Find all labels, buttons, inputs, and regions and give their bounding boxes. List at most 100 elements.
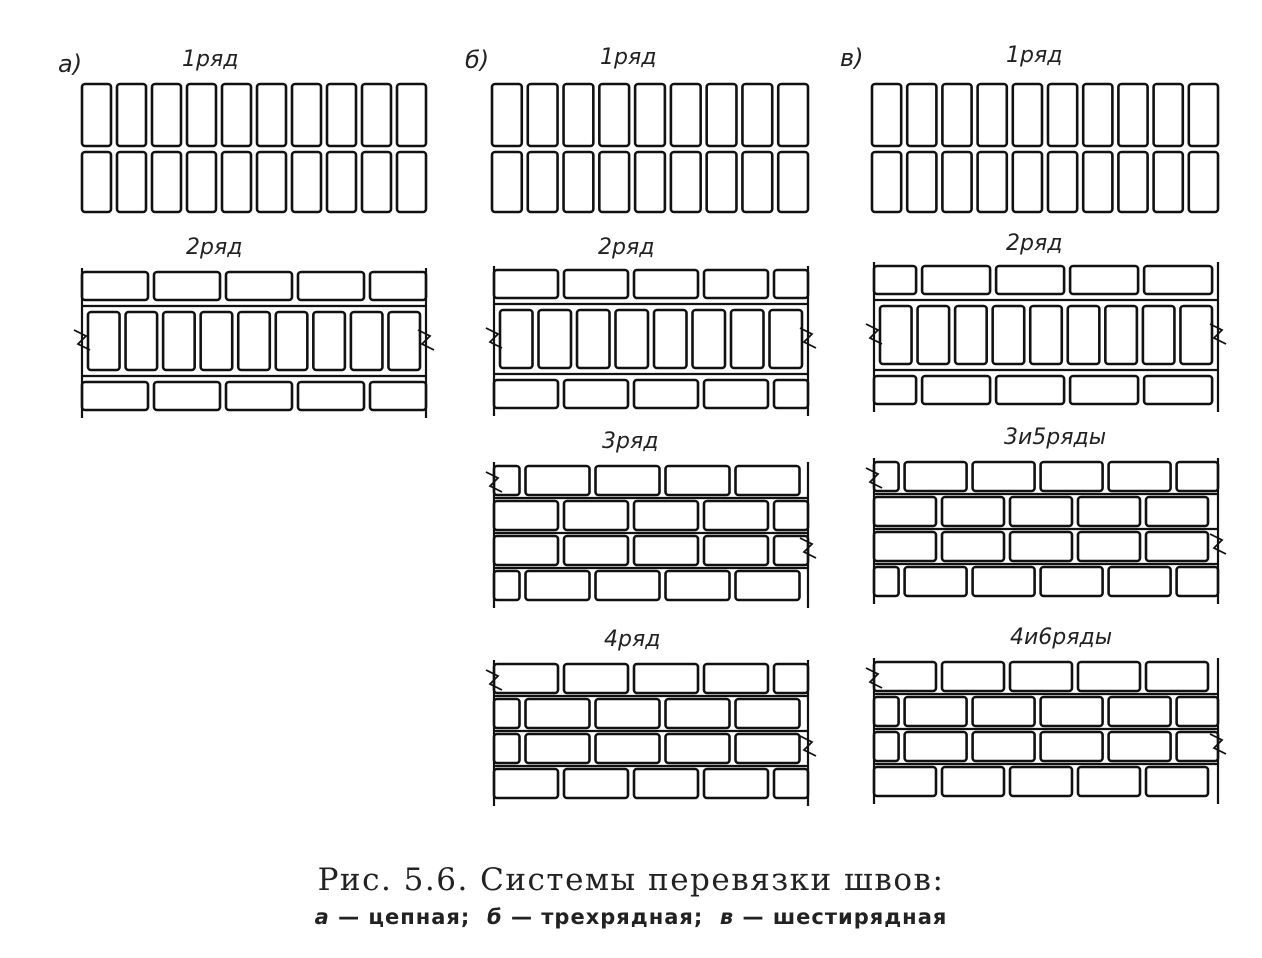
- brick: [878, 304, 913, 366]
- brick: [991, 304, 1026, 366]
- brick: [705, 150, 738, 214]
- brick: [492, 569, 521, 602]
- brick: [870, 150, 903, 214]
- label-c-row1: 1ряд: [1006, 43, 1062, 68]
- brick: [395, 150, 428, 214]
- brick: [1008, 765, 1074, 798]
- brick: [562, 268, 630, 300]
- brick: [492, 268, 560, 300]
- brick: [490, 82, 524, 148]
- brick: [1107, 565, 1172, 598]
- label-a-row1: 1ряд: [182, 47, 238, 72]
- brick: [1076, 660, 1142, 693]
- brick: [652, 308, 688, 370]
- brick: [492, 697, 521, 730]
- wall-c-row2: [865, 262, 1227, 412]
- brick: [1152, 82, 1185, 148]
- brick: [872, 374, 918, 406]
- label-b-row1: 1ряд: [600, 45, 656, 70]
- wall-a-row2: [73, 268, 435, 418]
- brick: [1046, 150, 1079, 214]
- brick: [1008, 495, 1074, 528]
- brick: [562, 662, 630, 695]
- panel-letter-c: в): [840, 44, 864, 72]
- brick: [905, 82, 938, 148]
- break-mark: [865, 467, 883, 489]
- brick: [632, 534, 700, 567]
- brick: [1175, 730, 1220, 763]
- brick: [632, 499, 700, 532]
- brick: [598, 150, 631, 214]
- brick: [526, 82, 559, 148]
- brick: [920, 374, 992, 406]
- panel-letter-b: б): [465, 46, 489, 74]
- brick: [80, 82, 113, 148]
- break-mark: [1209, 533, 1227, 555]
- brick: [1011, 82, 1044, 148]
- brick: [976, 82, 1009, 148]
- brick: [255, 82, 288, 148]
- brick: [290, 150, 323, 214]
- brick: [290, 82, 323, 148]
- brick: [872, 695, 900, 728]
- brick: [772, 378, 810, 410]
- brick: [632, 662, 700, 695]
- brick: [872, 660, 938, 693]
- brick: [1144, 660, 1210, 693]
- label-b-row4: 4ряд: [604, 627, 660, 652]
- brick: [729, 308, 765, 370]
- break-mark: [73, 329, 91, 351]
- brick: [562, 378, 630, 410]
- brick: [236, 310, 272, 372]
- brick: [1107, 460, 1172, 493]
- brick: [594, 464, 661, 497]
- brick: [971, 565, 1036, 598]
- brick: [691, 308, 727, 370]
- label-c-row3: 3и5ряды: [1004, 425, 1106, 450]
- label-a-row2: 2ряд: [186, 235, 242, 260]
- brick: [903, 460, 968, 493]
- brick: [702, 378, 770, 410]
- legend-key-b: б: [486, 905, 503, 929]
- brick: [387, 310, 422, 372]
- brick: [702, 268, 770, 300]
- brick: [498, 308, 534, 370]
- break-mark: [1209, 323, 1227, 345]
- brick: [1179, 304, 1214, 366]
- brick: [80, 270, 150, 302]
- brick: [368, 270, 428, 302]
- brick: [633, 150, 667, 214]
- brick: [152, 270, 222, 302]
- brick: [702, 767, 770, 800]
- wall-b-row3: [485, 462, 817, 608]
- wall-b-row1: [490, 82, 810, 214]
- brick: [1028, 304, 1064, 366]
- brick: [734, 464, 801, 497]
- brick: [1152, 150, 1185, 214]
- brick: [1008, 530, 1074, 563]
- brick: [492, 534, 560, 567]
- brick: [594, 569, 661, 602]
- brick: [1068, 374, 1140, 406]
- brick: [594, 732, 661, 765]
- brick: [941, 150, 973, 214]
- brick: [1107, 695, 1172, 728]
- legend-text-c: — шестирядная: [742, 905, 948, 929]
- panel-letter-a: а): [58, 50, 82, 78]
- brick: [632, 378, 700, 410]
- brick: [872, 765, 938, 798]
- brick: [702, 662, 770, 695]
- brick: [524, 697, 591, 730]
- brick: [1107, 730, 1172, 763]
- brick: [325, 150, 358, 214]
- brick: [1076, 765, 1142, 798]
- break-mark: [865, 667, 883, 689]
- brick: [161, 310, 196, 372]
- brick: [80, 380, 150, 412]
- wall-c-row4: [865, 658, 1227, 804]
- wall-c-row1: [870, 82, 1220, 214]
- brick: [632, 268, 700, 300]
- brick: [220, 82, 253, 148]
- brick: [492, 662, 560, 695]
